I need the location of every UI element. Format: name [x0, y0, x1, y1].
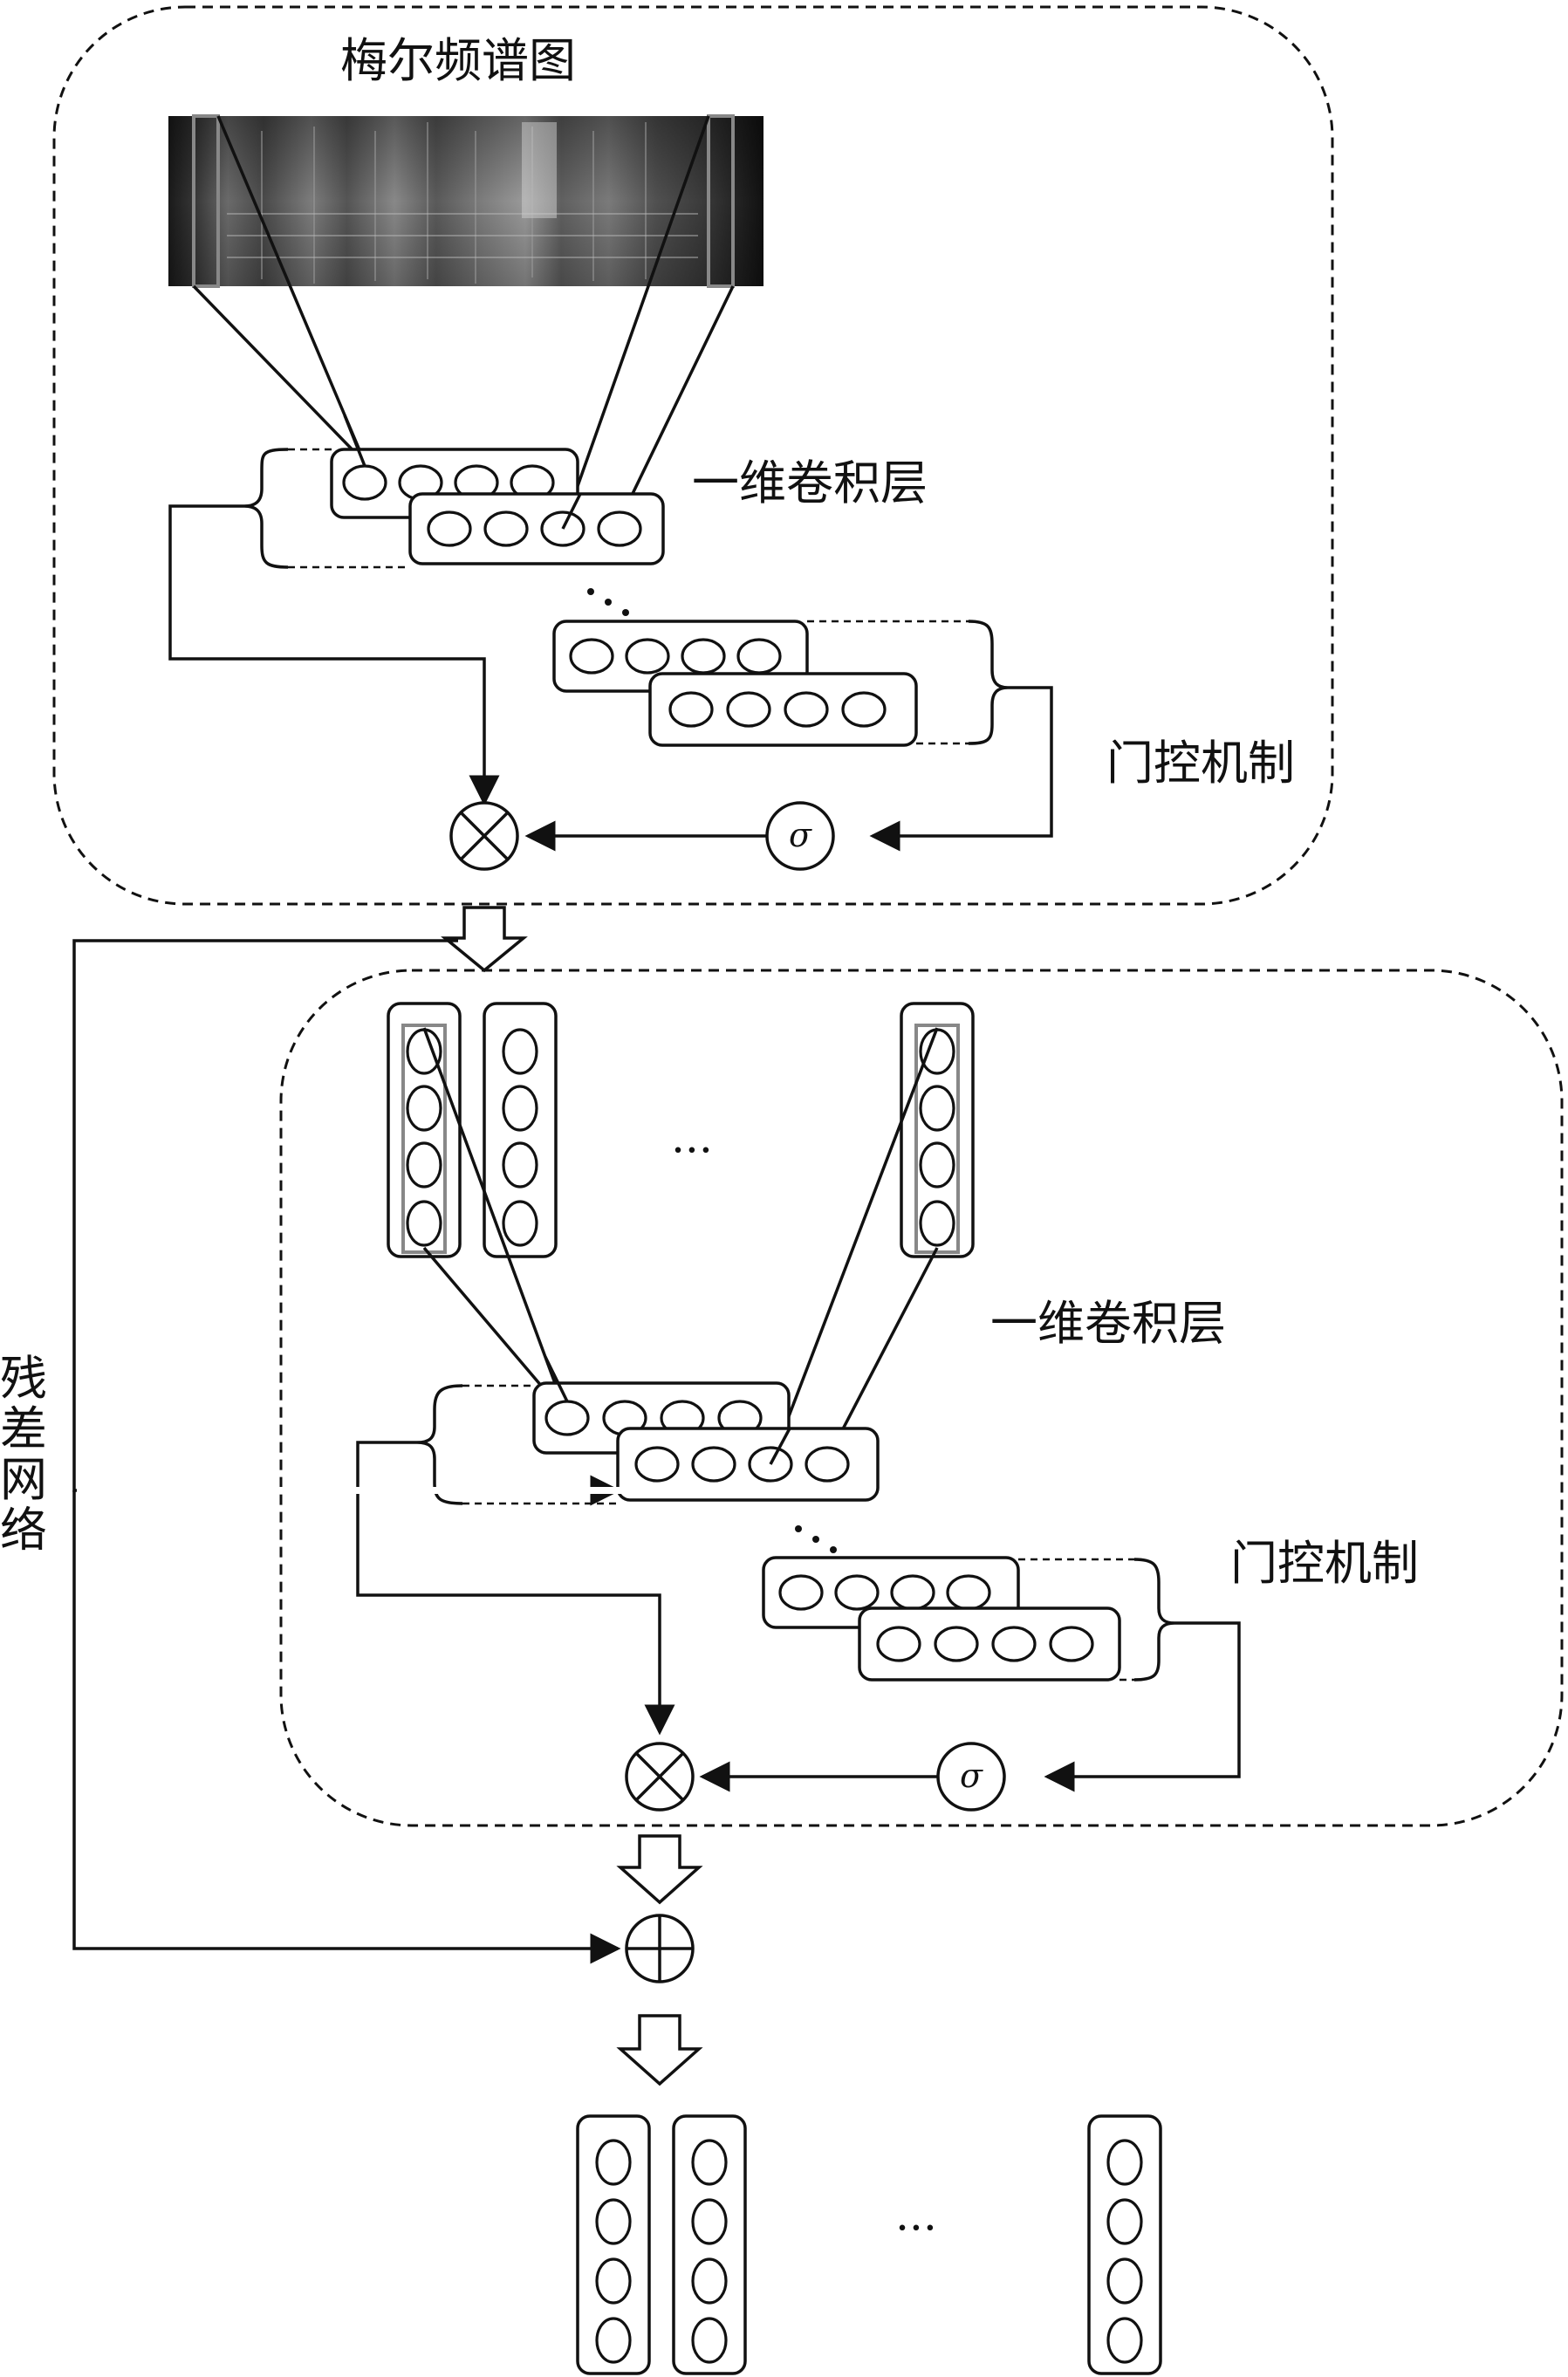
svg-text:网: 网 — [0, 1452, 47, 1507]
bottom-gate-path — [1044, 1621, 1241, 1792]
output-column-2 — [672, 2114, 747, 2375]
top-conv1d-label: 一维卷积层 — [692, 456, 928, 510]
svg-text:σ: σ — [789, 816, 812, 854]
bottom-gate-label: 门控机制 — [1230, 1536, 1419, 1591]
bottom-input-column-n — [900, 1002, 975, 1258]
bottom-gate-box-2 — [858, 1606, 1121, 1682]
top-multiply-node — [449, 801, 519, 871]
top-ellipsis-dots — [587, 588, 629, 616]
svg-text:σ: σ — [960, 1757, 983, 1795]
top-gate-label: 门控机制 — [1106, 736, 1295, 791]
top-module: 梅尔频谱图 — [52, 5, 1334, 906]
top-to-bottom-arrow — [441, 906, 528, 973]
bottom-ellipsis-dots — [795, 1525, 837, 1553]
output-ellipsis: ··· — [895, 2202, 937, 2253]
bottom-module: ··· 一维卷积层 — [279, 969, 1564, 1827]
residual-label: 残 差 网 络 — [0, 1351, 47, 1558]
top-gate-box-2 — [648, 672, 918, 747]
svg-text:差: 差 — [0, 1401, 47, 1456]
residual-add-node — [625, 1914, 695, 1983]
add-to-output-arrow — [616, 2014, 703, 2086]
top-projection-lines — [192, 115, 735, 529]
top-gate-path — [869, 686, 1053, 852]
bottom-sigmoid-node: σ — [936, 1742, 1006, 1812]
output-column-1 — [576, 2114, 651, 2375]
bottom-input-ellipsis: ··· — [671, 1125, 713, 1175]
bottom-right-brace — [1133, 1558, 1175, 1682]
top-sigmoid-node: σ — [765, 801, 835, 871]
top-module-boundary — [52, 5, 1334, 906]
top-left-brace — [243, 448, 289, 569]
svg-text:残: 残 — [0, 1351, 47, 1406]
bottom-conv1d-label: 一维卷积层 — [990, 1296, 1226, 1351]
top-conv-box-2 — [408, 492, 665, 565]
mel-spectrogram-label: 梅尔频谱图 — [340, 33, 576, 88]
top-linear-path — [168, 504, 500, 806]
bottom-input-column-1 — [387, 1002, 462, 1258]
bottom-to-add-arrow — [616, 1834, 703, 1905]
bottom-multiply-node — [625, 1742, 695, 1812]
bottom-input-column-2 — [483, 1002, 558, 1258]
bottom-module-boundary — [279, 969, 1564, 1827]
mel-spectrogram-image — [168, 114, 763, 288]
svg-text:络: 络 — [0, 1503, 47, 1558]
output-column-n — [1087, 2114, 1162, 2375]
bottom-linear-path — [356, 1441, 675, 1736]
bottom-conv-box-2 — [616, 1427, 880, 1502]
top-right-brace — [968, 620, 1009, 745]
bottom-left-brace — [416, 1384, 463, 1505]
